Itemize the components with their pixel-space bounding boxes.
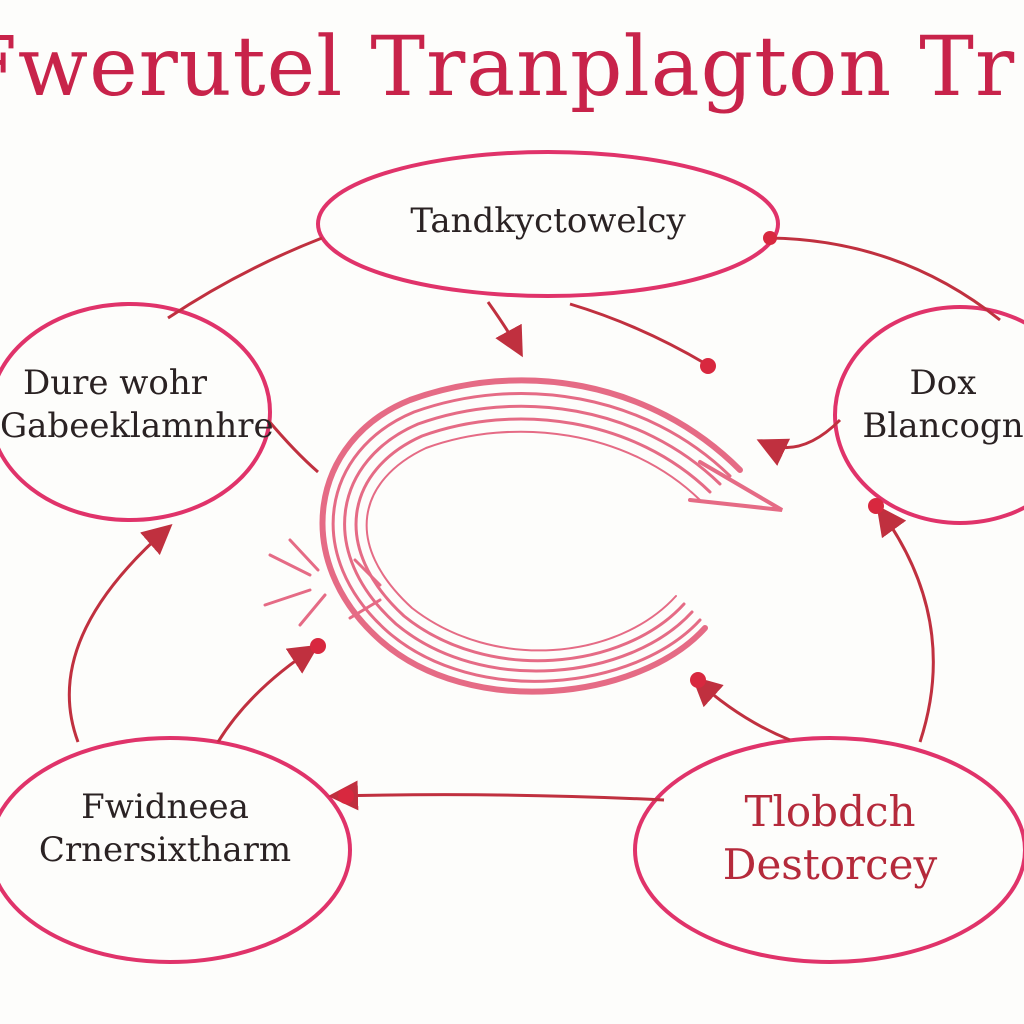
connector-top-to-center-b	[569, 302, 707, 366]
node-bottom-right-label: Tlobdch Destorcey	[680, 786, 980, 891]
connector-dot	[763, 231, 777, 245]
node-top-text-1: Tandkyctowelcy	[410, 201, 686, 241]
connector-bottomleft-to-left	[67, 524, 173, 743]
connector-bottomright-to-center	[691, 675, 791, 742]
node-right-ellipse	[833, 305, 1024, 525]
connector-bottomright-to-bottomleft	[328, 780, 665, 811]
diagram-title: Fwerutel Tranplagton Tr	[0, 20, 1016, 115]
node-left-ellipse	[0, 302, 272, 522]
node-bottom-right-ellipse	[633, 736, 1024, 964]
circular-cycle-arrow-icon	[263, 377, 784, 695]
node-bottom-right-text-1: Tlobdch	[744, 787, 916, 836]
connector-bottomright-to-right	[876, 505, 935, 743]
connector-top-to-center-a	[486, 301, 523, 358]
connector-bottomleft-to-center	[216, 644, 320, 743]
connector-dot	[690, 672, 706, 688]
connector-top-to-right	[769, 236, 1001, 322]
connector-dot	[310, 638, 326, 654]
node-left-text-2: Gabeeklamnhre	[0, 405, 274, 446]
connector-dot	[338, 788, 354, 804]
node-bottom-left-text-1: Fwidneea	[81, 787, 249, 827]
node-bottom-left-ellipse	[0, 736, 352, 964]
connector-dot	[868, 498, 884, 514]
node-bottom-left-text-2: Crnersixtharm	[38, 829, 292, 870]
connector-dot	[700, 358, 716, 374]
connector-top-to-left	[167, 236, 323, 320]
node-bottom-left-label: Fwidneea Crnersixtharm	[20, 786, 310, 871]
connector-left-to-center	[266, 419, 319, 474]
node-top-ellipse	[316, 150, 780, 298]
node-right-text-1: Dox	[909, 363, 977, 403]
node-left-label: Dure wohr Gabeeklamnhre	[0, 362, 274, 447]
connector-right-to-center	[756, 418, 842, 466]
node-right-label: Dox Blancogn	[862, 362, 1024, 447]
node-right-text-2: Blancogn	[862, 405, 1024, 446]
node-bottom-right-text-2: Destorcey	[722, 839, 938, 889]
node-left-text-1: Dure wohr	[22, 363, 208, 403]
node-top-label: Tandkyctowelcy	[378, 200, 718, 243]
